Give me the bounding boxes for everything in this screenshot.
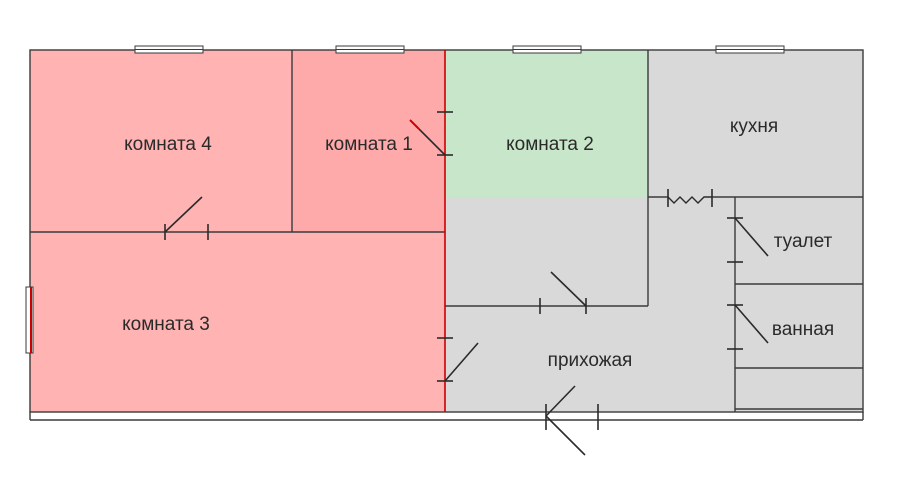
door-entrance bbox=[545, 385, 599, 456]
door-room2-hallway bbox=[539, 271, 587, 314]
room-1-area[interactable] bbox=[292, 50, 445, 232]
window-kitchen bbox=[715, 45, 785, 54]
hallway-label: прихожая bbox=[548, 350, 633, 371]
room-3-area[interactable] bbox=[30, 232, 445, 412]
door-room1-room2 bbox=[409, 111, 453, 156]
kitchen-arch-zigzag bbox=[667, 196, 712, 204]
room-4-label: комната 4 bbox=[124, 134, 212, 155]
door-room4-room3 bbox=[164, 196, 209, 240]
window-room2 bbox=[512, 45, 582, 54]
storage-area bbox=[735, 368, 863, 412]
toilet-label: туалет bbox=[774, 231, 833, 252]
door-toilet bbox=[727, 217, 769, 263]
room-1-label: комната 1 bbox=[325, 134, 413, 155]
kitchen-label: кухня bbox=[730, 116, 778, 137]
window-room3 bbox=[25, 286, 34, 354]
room-2-label: комната 2 bbox=[506, 134, 594, 155]
room-4-area[interactable] bbox=[30, 50, 292, 232]
kitchen-area[interactable] bbox=[648, 50, 863, 197]
window-room1 bbox=[335, 45, 405, 54]
window-room4 bbox=[134, 45, 204, 54]
toilet-area[interactable] bbox=[735, 197, 863, 284]
bathroom-label: ванная bbox=[772, 319, 834, 340]
door-bathroom bbox=[727, 304, 769, 350]
hallway-lower-area[interactable] bbox=[445, 306, 735, 412]
door-room3-hallway bbox=[437, 337, 479, 382]
bathroom-area[interactable] bbox=[735, 284, 863, 368]
outer-wall bbox=[29, 49, 864, 413]
room-3-label: комната 3 bbox=[122, 314, 210, 335]
